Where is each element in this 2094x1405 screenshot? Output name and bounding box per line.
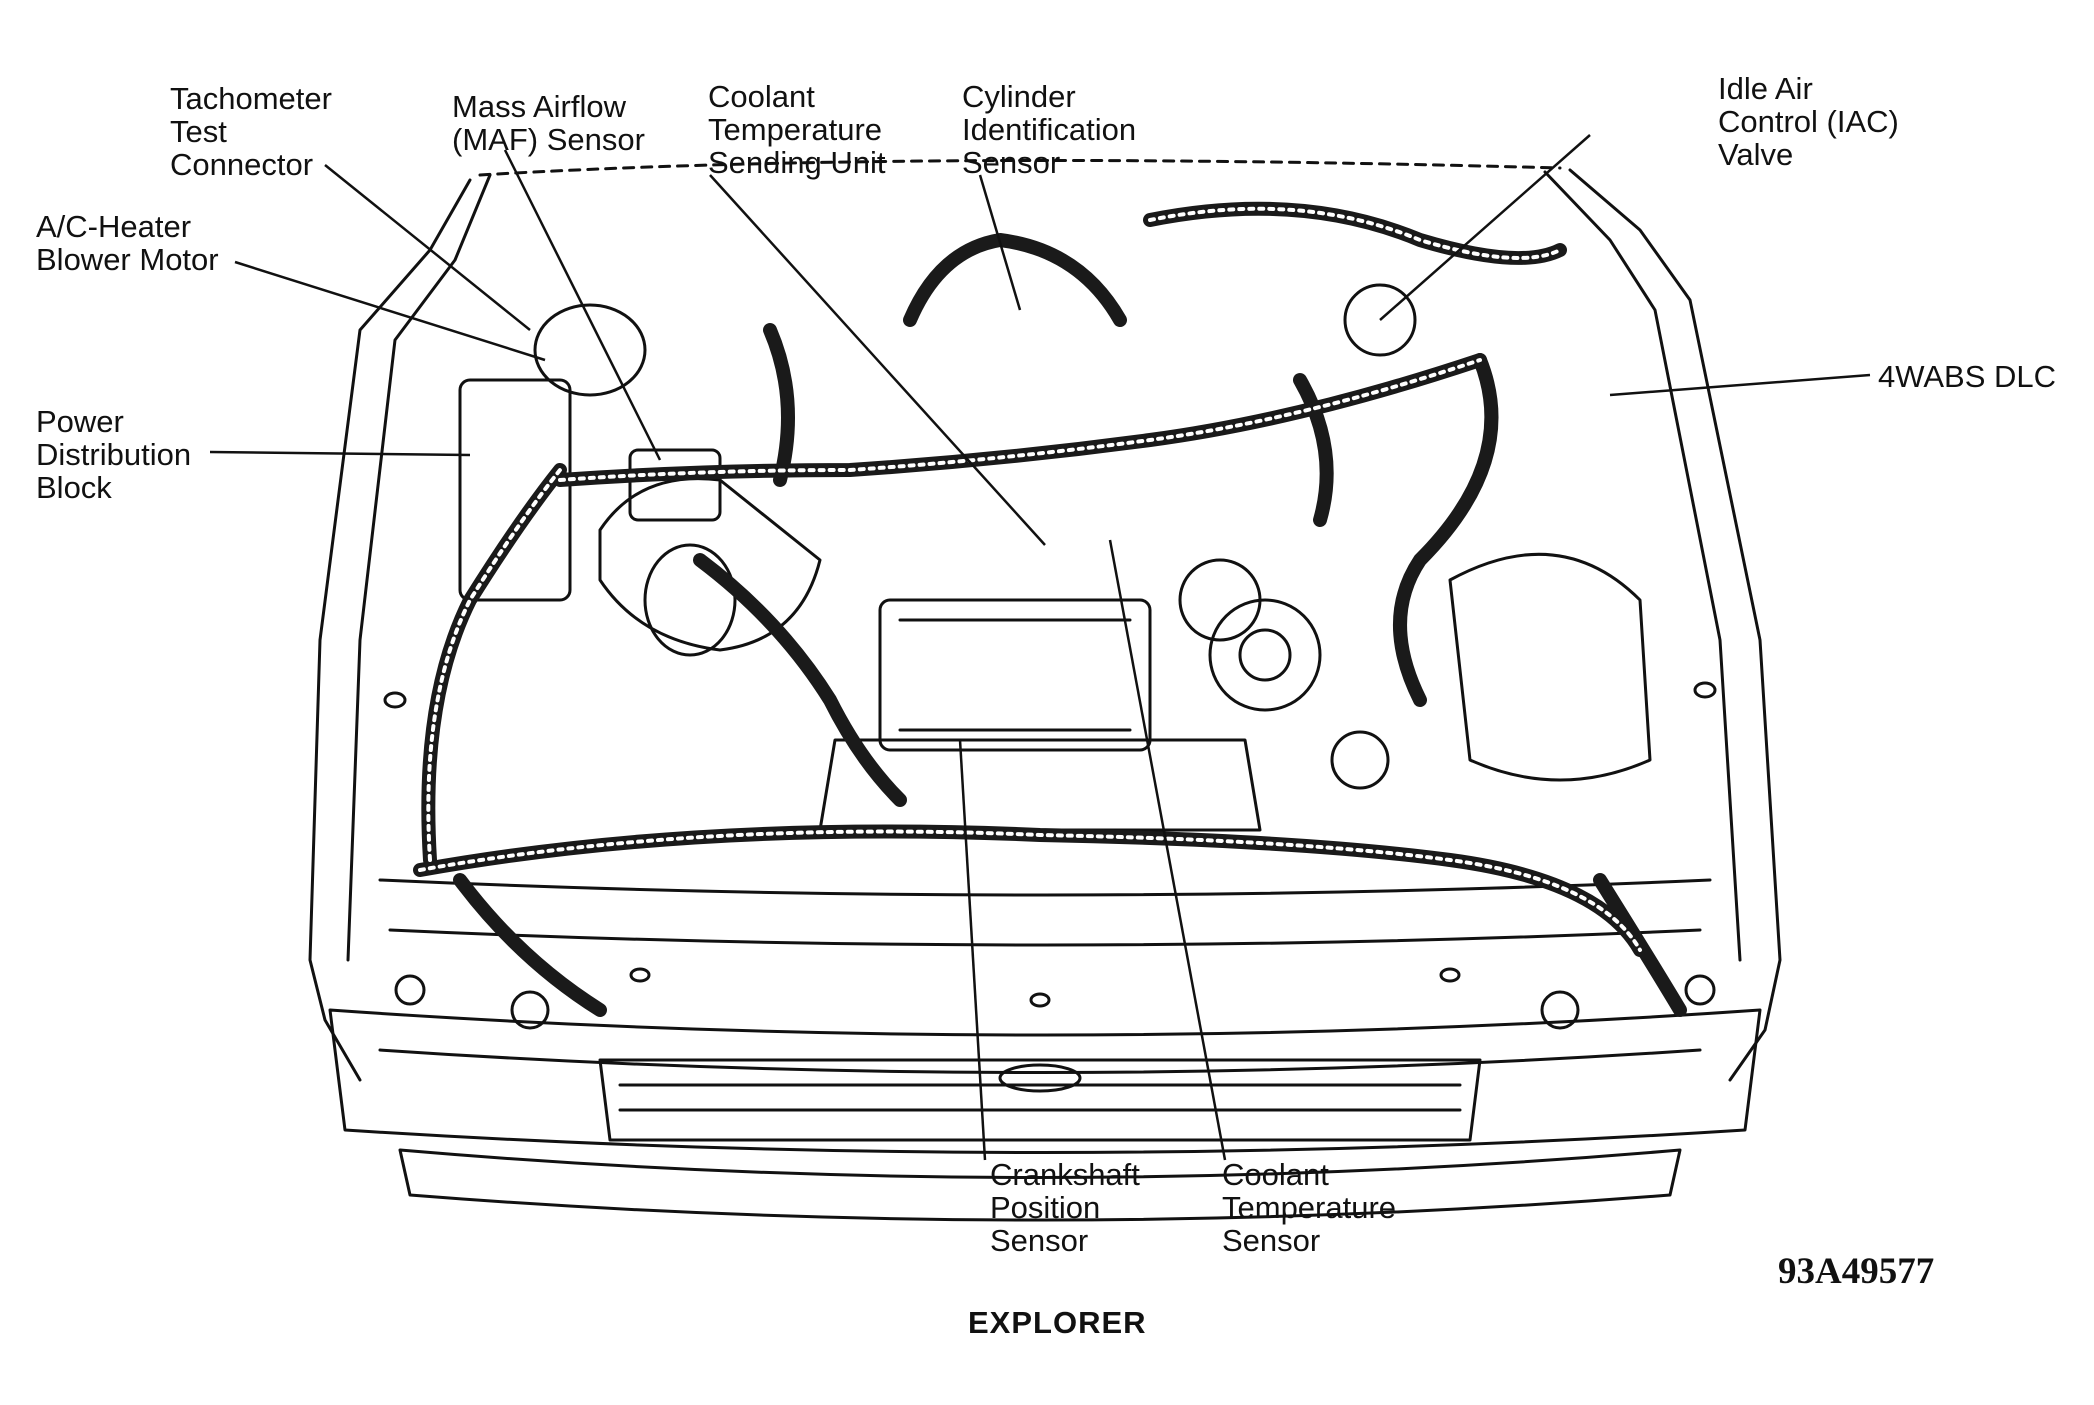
iac-valve-body (1343, 283, 1417, 357)
label-cylinder-identification-sensor: Cylinder Identification Sensor (962, 79, 1137, 180)
right-fender-outline (1568, 168, 1782, 1082)
leader-tachometer (324, 164, 531, 331)
label-crankshaft-position-sensor: Crankshaft Position Sensor (990, 1157, 1140, 1258)
leader-crankshaft (958, 739, 987, 1161)
engine-block (878, 598, 1152, 752)
label-tachometer-test-connector: Tachometer Test Connector (170, 81, 332, 182)
alternator (1208, 598, 1322, 712)
leader-coolant-sensor (1108, 539, 1227, 1161)
coolant-reservoir (1448, 552, 1652, 782)
label-coolant-temperature-sending-unit: Coolant Temperature Sending Unit (708, 79, 886, 180)
leader-cylinder-id (978, 174, 1022, 311)
leader-coolant-sending (709, 174, 1046, 546)
leader-wabs (1609, 373, 1871, 397)
label-4wabs-dlc: 4WABS DLC (1878, 359, 2057, 394)
figure-caption: EXPLORER (968, 1305, 1147, 1340)
radiator-support (378, 878, 1712, 897)
blower-motor (533, 303, 647, 397)
leader-pdb (209, 450, 471, 457)
maf-sensor-body (628, 448, 722, 522)
leader-lines (209, 134, 1871, 1161)
right-headlamp-bulb (1540, 990, 1580, 1030)
left-headlamp-bulb (510, 990, 550, 1030)
pulley (1178, 558, 1262, 642)
front-bumper-outline (328, 1008, 1762, 1154)
leader-maf (503, 149, 662, 461)
firewall-outline (478, 158, 1562, 177)
left-fender-outline (308, 178, 472, 1082)
label-idle-air-control-valve: Idle Air Control (IAC) Valve (1718, 71, 1899, 172)
label-power-distribution-block: Power Distribution Block (36, 404, 192, 505)
air-intake-duct (598, 477, 822, 652)
harness-texture (418, 206, 1642, 952)
leader-iac (1379, 134, 1591, 321)
label-ac-heater-blower-motor: A/C-Heater Blower Motor (36, 209, 219, 277)
leader-blower (234, 260, 546, 362)
power-distribution-block (458, 378, 572, 602)
label-coolant-temperature-sensor: Coolant Temperature Sensor (1222, 1157, 1397, 1258)
figure-id: 93A49577 (1778, 1251, 1935, 1292)
label-mass-airflow-sensor: Mass Airflow (MAF) Sensor (452, 89, 645, 157)
